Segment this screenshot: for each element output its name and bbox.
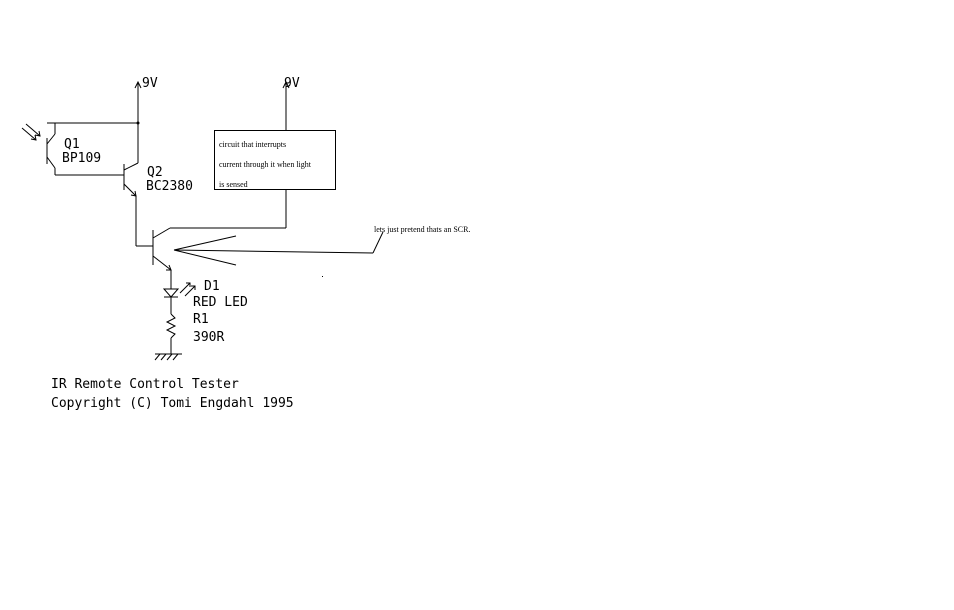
q1-part-label: BP109	[62, 151, 102, 166]
annotation-pointer	[173, 231, 384, 277]
right-supply-arrow	[282, 80, 290, 228]
left-supply-label: 9V	[142, 76, 158, 91]
left-supply-arrow	[134, 80, 142, 123]
q2-part-label: BC2380	[146, 179, 193, 194]
right-supply-label: 9V	[284, 76, 300, 91]
caption-copyright: Copyright (C) Tomi Engdahl 1995	[51, 396, 294, 411]
r1-value-label: 390R	[193, 330, 225, 345]
caption-title: IR Remote Control Tester	[51, 377, 239, 392]
scr-annotation: lets just pretend thats an SCR.	[374, 225, 471, 234]
d1-led	[162, 270, 196, 314]
interrupter-circuit-box: circuit that interrupts current through …	[214, 130, 336, 190]
r1-resistor	[165, 313, 177, 354]
box-text-line-1: circuit that interrupts	[219, 140, 287, 149]
d1-part-label: RED LED	[193, 295, 248, 310]
q1-phototransistor	[21, 123, 124, 176]
scr-transistor	[152, 227, 286, 271]
box-text-line-2: current through it when light	[219, 160, 311, 169]
ground-symbol	[154, 353, 182, 361]
top-rail	[47, 121, 140, 125]
r1-ref-label: R1	[193, 312, 209, 327]
q1-ref-label: Q1	[64, 137, 80, 152]
box-text-line-3: is sensed	[219, 180, 248, 189]
q2-ref-label: Q2	[147, 165, 163, 180]
d1-ref-label: D1	[204, 279, 220, 294]
q2-transistor	[123, 123, 153, 247]
